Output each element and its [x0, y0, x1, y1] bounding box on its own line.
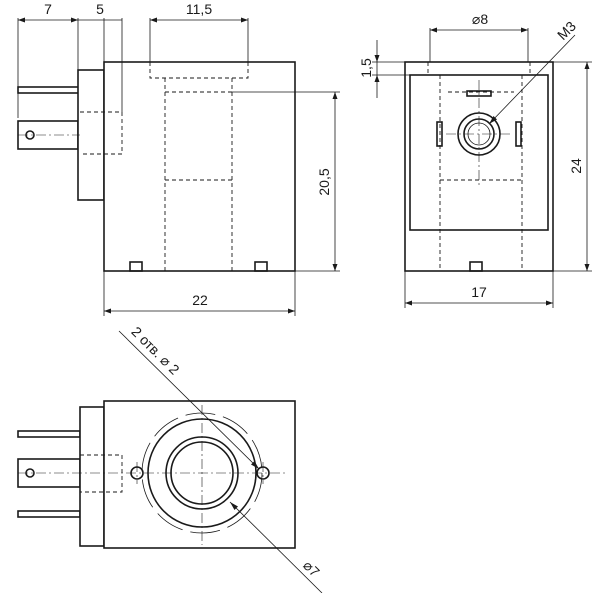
bottom-pin-top — [17, 430, 81, 438]
dim-arrows-7 — [18, 17, 78, 23]
front-right-slot — [515, 121, 522, 147]
dim-label-11-5: 11,5 — [186, 1, 212, 17]
side-bottom-tab-left — [129, 261, 143, 272]
bottom-centerlines — [18, 405, 285, 545]
dim-label-5: 5 — [96, 1, 104, 17]
side-view: 7 5 11,5 20,5 22 — [17, 1, 340, 316]
dim-line-11-5 — [149, 18, 249, 62]
dim-line-22 — [103, 271, 296, 316]
leader-holes — [118, 330, 260, 470]
front-hidden-lines — [427, 62, 531, 271]
dim-label-holes: 2 отв. ⌀ 2 — [128, 323, 183, 378]
bottom-flange — [79, 406, 105, 547]
leader-m3 — [488, 34, 576, 125]
side-body — [103, 61, 296, 272]
dim-label-m3: M3 — [554, 18, 579, 43]
side-extension-lines — [17, 18, 123, 118]
side-hidden-terminal — [80, 111, 123, 155]
dim-arrows-1-5 — [374, 55, 380, 82]
side-upper-pin — [17, 86, 81, 94]
leader-holes-arrow — [251, 461, 259, 469]
front-top-slot — [466, 90, 492, 97]
front-centerlines — [446, 80, 512, 185]
dim-line-1-5 — [372, 40, 410, 98]
dim-line-17 — [404, 271, 554, 308]
dim-label-20-5: 20,5 — [316, 168, 332, 195]
dim-line-20-5 — [232, 91, 340, 272]
side-bottom-tab-right — [254, 261, 268, 272]
front-bottom-tab — [469, 261, 483, 272]
front-view: ⌀8 M3 1,5 24 17 — [358, 11, 592, 308]
bottom-body — [103, 400, 296, 549]
dim-line-d8 — [429, 28, 529, 62]
leader-d7 — [229, 501, 323, 593]
side-flange — [77, 69, 105, 201]
bottom-pin-bottom — [17, 510, 81, 518]
dim-label-1-5: 1,5 — [358, 58, 374, 78]
dim-label-7: 7 — [44, 1, 52, 17]
leader-d7-arrow — [230, 502, 238, 510]
dim-line-24 — [553, 61, 592, 272]
dim-label-22: 22 — [192, 292, 208, 308]
bottom-hidden-terminal — [80, 454, 123, 493]
dim-label-d7: ⌀7 — [300, 557, 323, 580]
side-hidden-top-slot — [149, 62, 249, 79]
front-left-slot — [436, 121, 443, 147]
dim-label-17: 17 — [471, 284, 487, 300]
bottom-view: 2 отв. ⌀ 2 ⌀7 — [17, 323, 323, 593]
front-inner-frame — [409, 74, 549, 231]
dim-label-24: 24 — [568, 158, 584, 174]
leader-m3-arrow — [489, 116, 497, 124]
dim-label-d8: ⌀8 — [472, 11, 488, 27]
